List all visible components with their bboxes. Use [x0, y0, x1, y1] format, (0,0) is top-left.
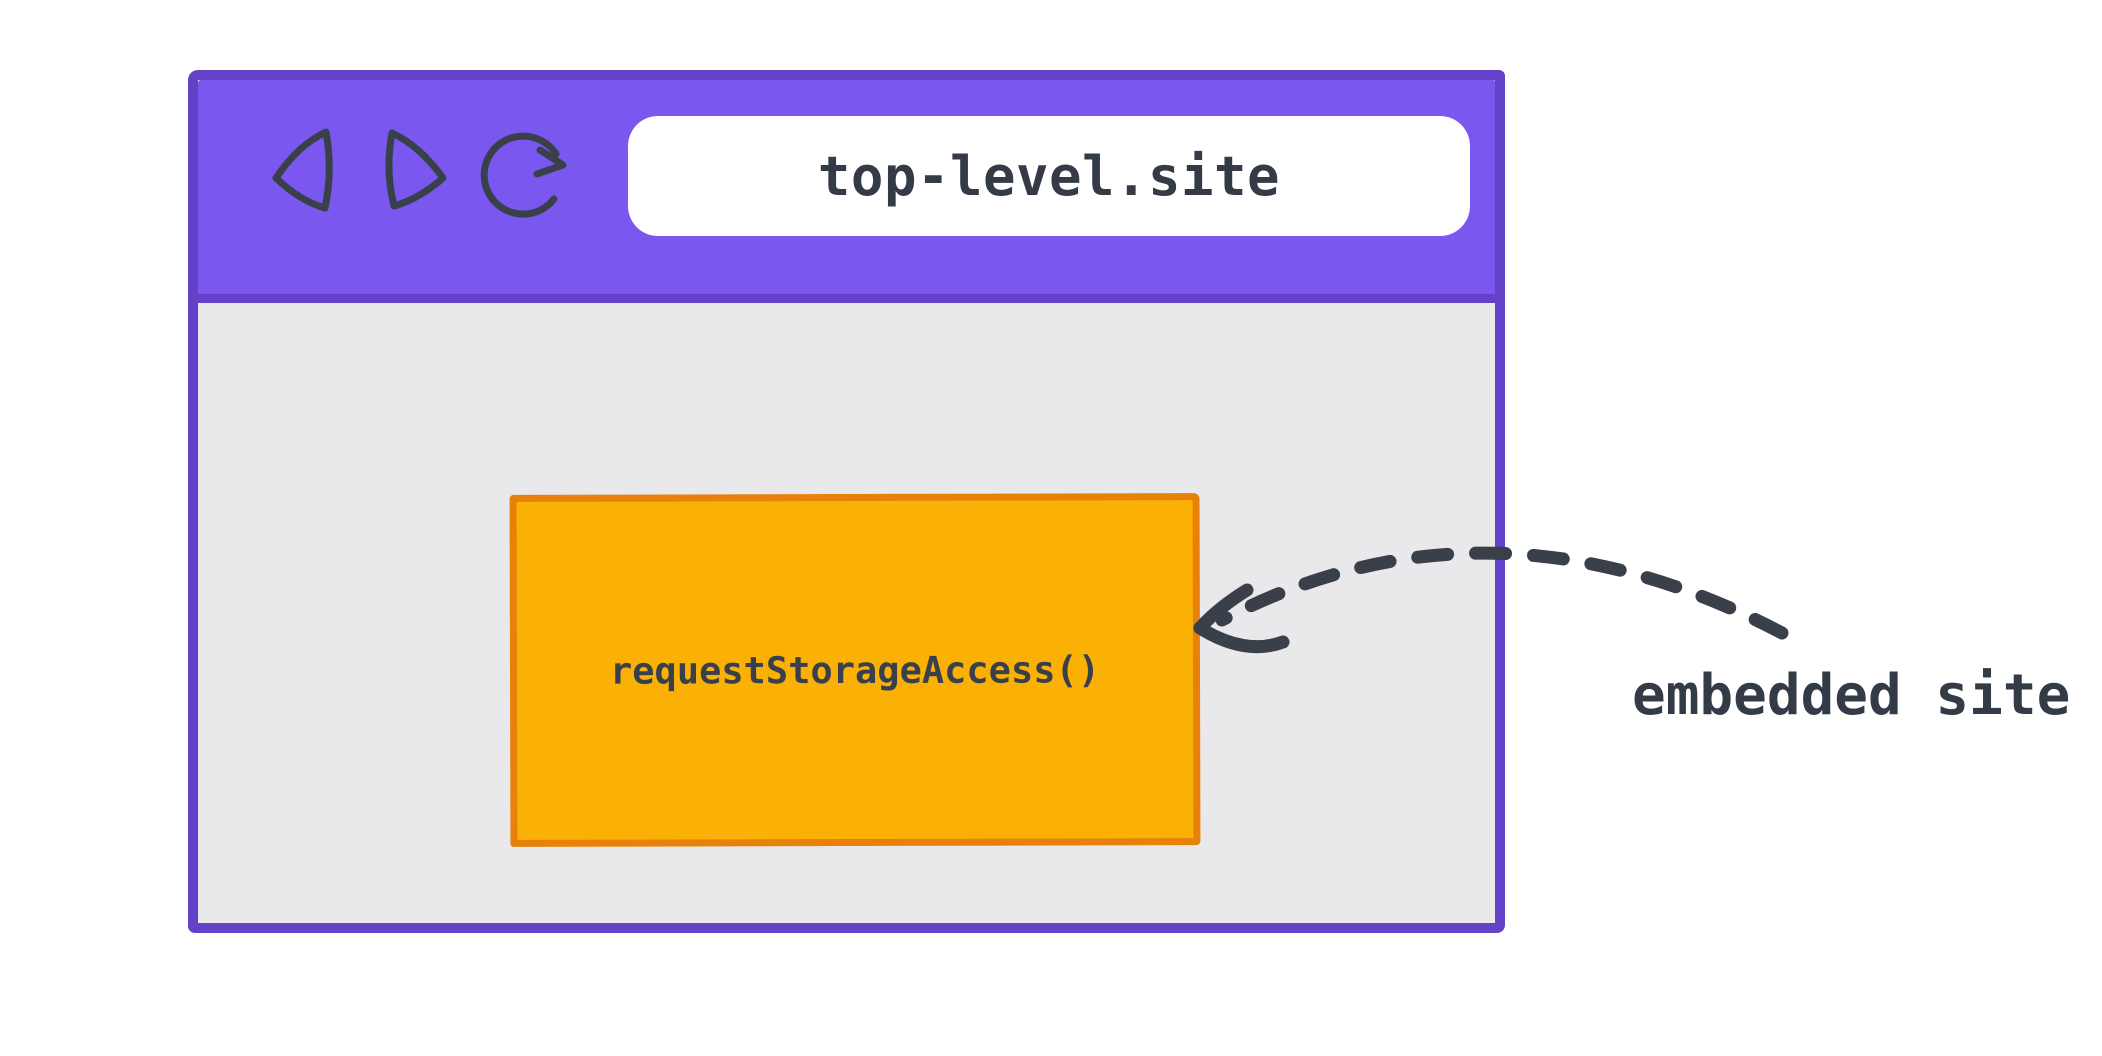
reload-icon	[480, 110, 580, 220]
embedded-iframe-box: requestStorageAccess()	[509, 493, 1201, 847]
embedded-site-label: embedded site	[1632, 662, 2071, 728]
annotation-arrow	[1150, 470, 1870, 720]
iframe-api-label: requestStorageAccess()	[609, 647, 1101, 693]
forward-icon	[383, 120, 455, 216]
back-icon	[268, 118, 340, 216]
address-bar-url: top-level.site	[817, 144, 1281, 208]
address-bar: top-level.site	[628, 116, 1470, 236]
